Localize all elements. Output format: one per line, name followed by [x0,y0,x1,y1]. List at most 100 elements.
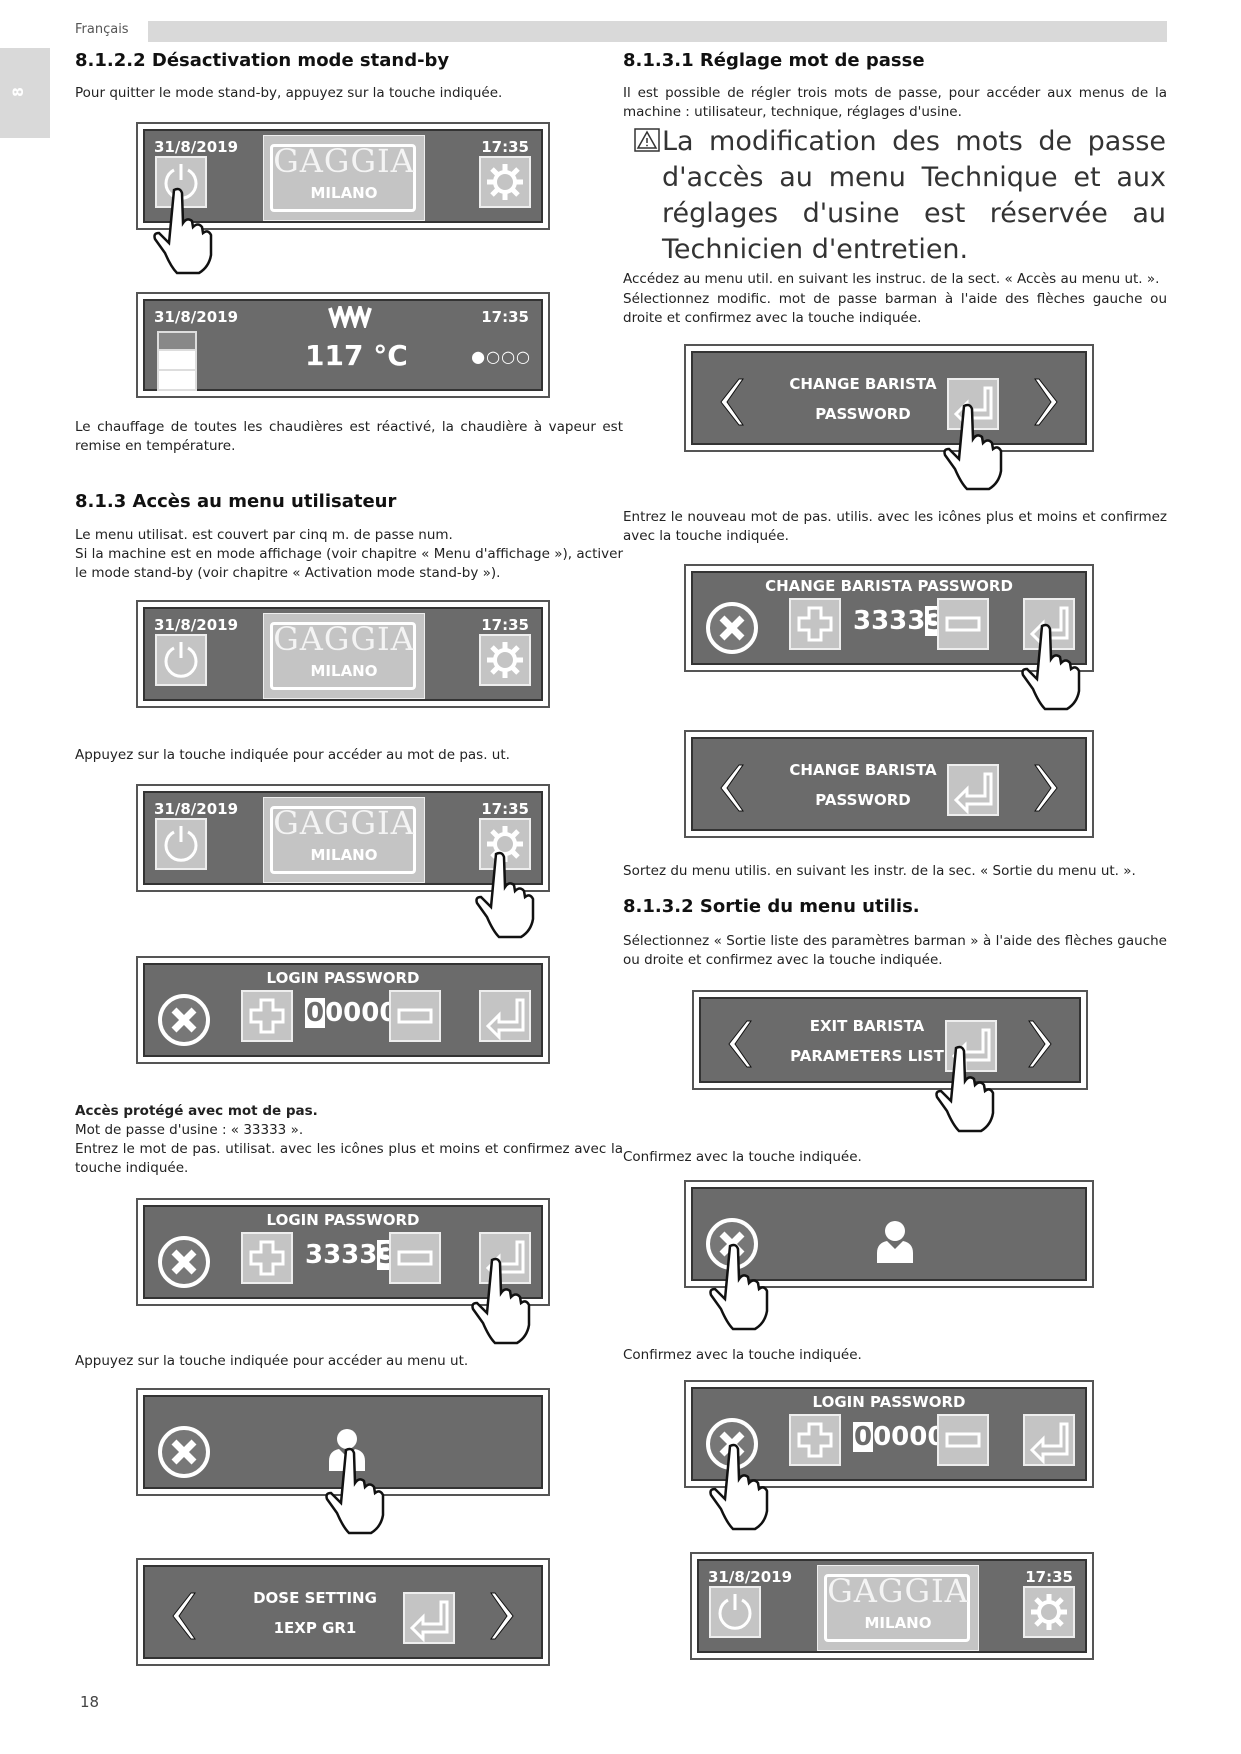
pointing-hand-icon [935,1045,995,1133]
paragraph: Pour quitter le mode stand-by, appuyez s… [75,85,503,101]
warning-text: La modification des mots de passe d'accè… [662,126,1166,265]
minus-button[interactable] [389,990,441,1042]
screen-title: CHANGE BARISTA PASSWORD [765,577,1013,595]
temperature-display: 117 °C [305,339,408,372]
settings-button[interactable] [479,156,531,208]
boiler-level-icon [157,331,197,391]
settings-button[interactable] [479,634,531,686]
chevron-left-icon[interactable] [713,763,745,813]
pointing-hand-icon [475,851,535,939]
plus-button[interactable] [241,990,293,1042]
enter-button[interactable] [479,990,531,1042]
plus-icon [797,1422,833,1458]
power-button[interactable] [155,818,207,870]
password-value: 33333 [853,606,946,636]
enter-icon [953,772,993,815]
power-icon [164,826,198,862]
enter-button[interactable] [1023,1414,1075,1466]
cancel-icon[interactable] [155,991,213,1049]
minus-button[interactable] [937,598,989,650]
power-icon [164,642,198,678]
date-display: 31/8/2019 [154,616,239,634]
paragraph: Confirmez avec la touche indiquée. [623,1149,862,1165]
paragraph: Confirmez avec la touche indiquée. [623,1347,862,1363]
paragraph: Sortez du menu utilis. en suivant les in… [623,863,1136,879]
paragraph: Le menu utilisat. est couvert par cinq m… [75,527,453,543]
minus-button[interactable] [389,1232,441,1284]
date-display: 31/8/2019 [708,1568,793,1586]
chapter-tab: 8 [0,48,50,138]
settings-button[interactable] [1023,1586,1075,1638]
paragraph: Sélectionnez modific. mot de passe barma… [623,291,1167,326]
chevron-left-icon[interactable] [165,1591,197,1641]
paragraph: Il est possible de régler trois mots de … [623,85,1167,120]
header-bar [148,21,1167,42]
page-number: 18 [80,1693,100,1711]
screen-login: LOGIN PASSWORD 00000 [136,956,550,1064]
paragraph: Le chauffage de toutes les chaudières es… [75,419,623,454]
enter-icon [409,1600,449,1643]
plus-icon [249,998,285,1034]
enter-icon [1029,606,1069,649]
password-value: 00000 [305,998,398,1028]
pointing-hand-icon [325,1447,385,1535]
chevron-right-icon[interactable] [1033,763,1065,813]
chevron-right-icon[interactable] [1033,377,1065,427]
enter-button[interactable] [479,1232,531,1284]
gear-icon [1031,1594,1067,1630]
heading-user-menu: 8.1.3 Accès au menu utilisateur [75,491,397,512]
pointing-hand-icon [709,1243,769,1331]
plus-button[interactable] [789,1414,841,1466]
paragraph: Appuyez sur la touche indiquée pour accé… [75,1353,469,1369]
cancel-icon[interactable] [155,1423,213,1481]
time-display: 17:35 [481,800,529,818]
screen-change-password-entry: CHANGE BARISTA PASSWORD 33333 [684,564,1094,672]
chevron-left-icon[interactable] [721,1019,753,1069]
gear-icon [487,164,523,200]
power-button[interactable] [709,1586,761,1638]
enter-button[interactable] [403,1592,455,1644]
enter-button[interactable] [947,764,999,816]
chevron-left-icon[interactable] [713,377,745,427]
minus-icon [945,1432,981,1448]
chevron-right-icon[interactable] [489,1591,521,1641]
pointing-hand-icon [471,1257,531,1345]
plus-button[interactable] [241,1232,293,1284]
user-icon[interactable] [875,1219,915,1265]
pointing-hand-icon [1021,623,1081,711]
cancel-icon[interactable] [703,599,761,657]
chapter-number: 8 [10,87,27,97]
time-display: 17:35 [481,308,529,326]
date-display: 31/8/2019 [154,308,239,326]
screen-login: LOGIN PASSWORD 00000 [684,1380,1094,1488]
chevron-right-icon[interactable] [1027,1019,1059,1069]
heading-password-setting: 8.1.3.1 Réglage mot de passe [623,50,925,71]
power-button[interactable] [155,634,207,686]
date-display: 31/8/2019 [154,138,239,156]
pointing-hand-icon [709,1443,769,1531]
minus-icon [397,1250,433,1266]
minus-icon [945,616,981,632]
paragraph: Accédez au menu util. en suivant les ins… [623,271,1160,287]
paragraph: Entrez le nouveau mot de pas. utilis. av… [623,509,1167,544]
minus-icon [397,1008,433,1024]
minus-button[interactable] [937,1414,989,1466]
plus-icon [249,1240,285,1276]
enter-icon [485,998,525,1041]
screen-user-access [684,1180,1094,1288]
plus-button[interactable] [789,598,841,650]
cancel-icon[interactable] [155,1233,213,1291]
plus-icon [797,606,833,642]
